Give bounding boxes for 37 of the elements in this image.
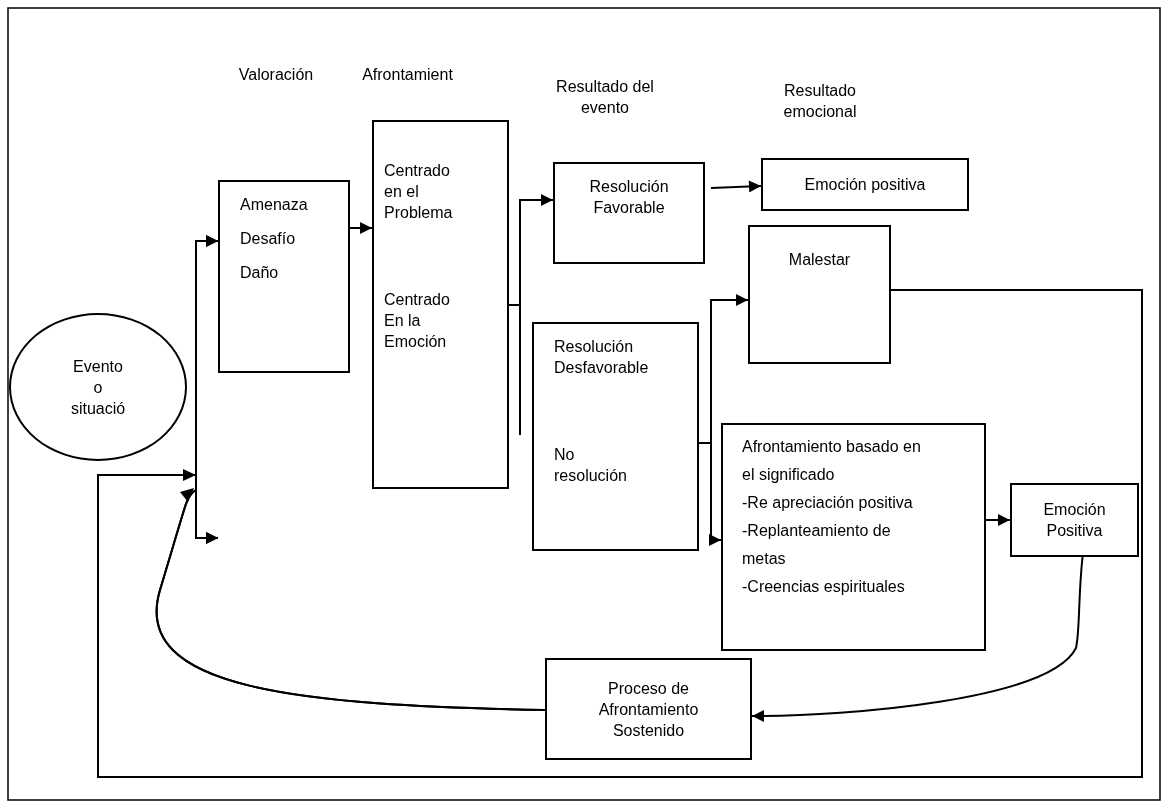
node-text: Centrado En la Emoción	[384, 290, 451, 352]
node-text: -Re apreciación positiva	[742, 493, 914, 513]
node-text: Daño	[240, 263, 280, 283]
process-box	[553, 162, 705, 264]
node-text: -Creencias espirituales	[742, 577, 906, 597]
node-text: Proceso de Afrontamiento Sostenido	[597, 678, 700, 741]
column-heading: Resultado emocional	[782, 81, 858, 122]
node-text: Desafío	[240, 229, 297, 249]
node-text: Amenaza	[240, 195, 309, 215]
node-text: Centrado en el Problema	[384, 161, 454, 223]
arrow	[710, 180, 762, 193]
node-text: No resolución	[554, 445, 628, 486]
process-box	[372, 120, 509, 489]
node-text: Resolución Favorable	[588, 177, 670, 218]
process-box	[545, 658, 752, 760]
node-text: Emoción positiva	[803, 175, 927, 195]
node-text: Evento o situació	[69, 356, 127, 419]
column-heading: Valoración	[237, 65, 315, 85]
arrow	[751, 556, 1084, 722]
process-box	[748, 225, 891, 364]
event-ellipse	[9, 313, 187, 461]
arrow	[985, 514, 1011, 526]
process-box	[721, 423, 986, 651]
column-heading: Afrontamient	[361, 65, 454, 85]
process-box	[218, 180, 350, 373]
node-text: Malestar	[787, 250, 852, 270]
node-text: -Replanteamiento de metas	[742, 521, 892, 569]
node-text: Afrontamiento basado en el significado	[742, 437, 922, 485]
node-text: Resolución Desfavorable	[554, 337, 650, 378]
node-text: Emoción Positiva	[1042, 500, 1107, 541]
process-box	[761, 158, 969, 211]
process-box	[532, 322, 699, 551]
arrow	[349, 222, 373, 234]
arrow	[698, 442, 722, 546]
process-box	[1010, 483, 1139, 557]
arrow	[155, 489, 546, 711]
column-heading: Resultado del evento	[555, 77, 655, 118]
